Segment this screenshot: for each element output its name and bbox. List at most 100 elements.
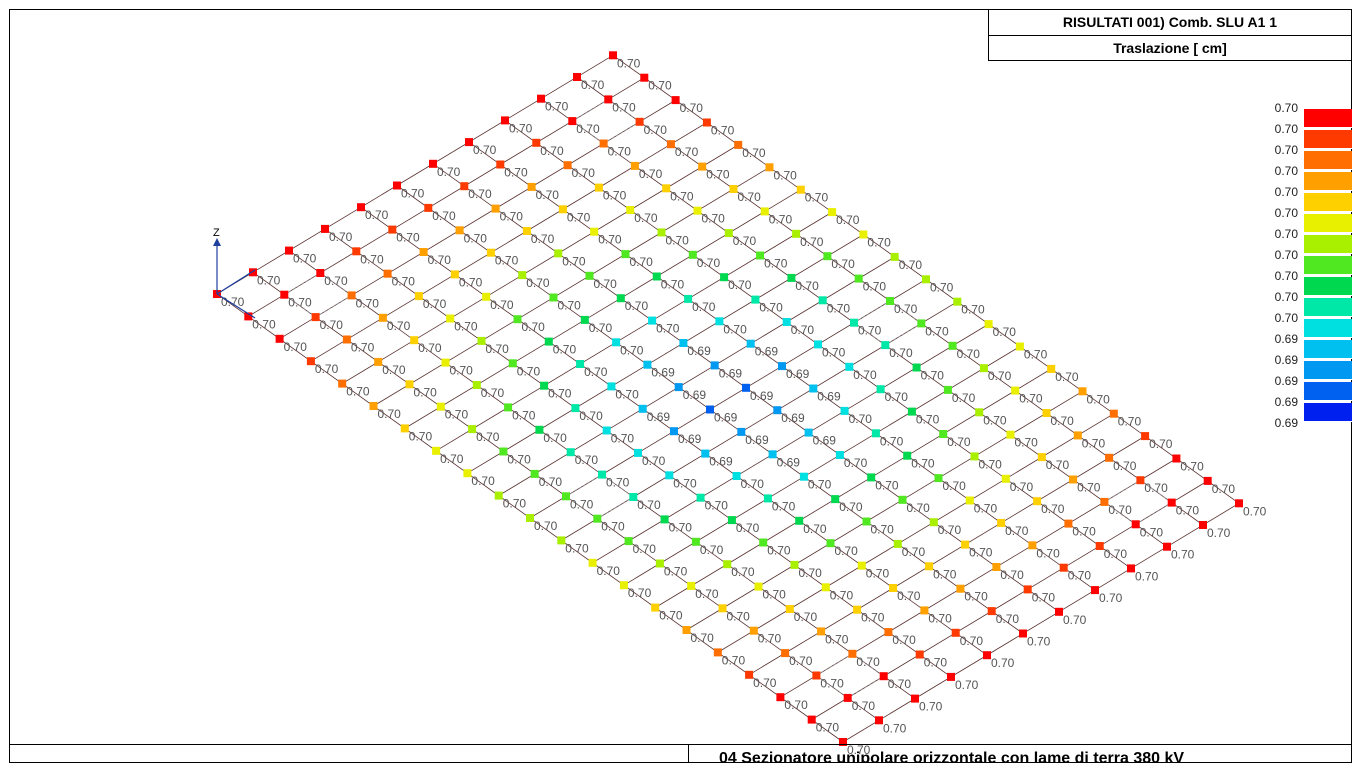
- legend-row: 0.69: [1262, 353, 1352, 380]
- mesh-node: [953, 297, 962, 306]
- node-value-label: 0.69: [750, 389, 774, 403]
- node-value-label: 0.70: [594, 277, 618, 291]
- mesh-node: [718, 604, 727, 613]
- mesh-node: [522, 227, 531, 235]
- mesh-node: [508, 359, 517, 368]
- node-value-label: 0.70: [603, 189, 627, 203]
- mesh-node: [821, 583, 830, 592]
- mesh-node: [1109, 409, 1118, 418]
- mesh-node: [634, 448, 642, 457]
- node-value-label: 0.70: [772, 499, 796, 513]
- mesh-node: [1091, 586, 1099, 595]
- mesh-node: [710, 361, 719, 370]
- mesh-node: [662, 184, 671, 193]
- mesh-node: [706, 405, 714, 414]
- node-value-label: 0.70: [639, 167, 663, 181]
- node-value-label: 0.69: [709, 455, 733, 469]
- legend-swatch: [1304, 382, 1352, 401]
- mesh-node: [571, 404, 580, 413]
- node-value-label: 0.70: [858, 324, 882, 338]
- mesh-node: [432, 446, 441, 455]
- node-value-label: 0.70: [988, 369, 1012, 383]
- node-value-label: 0.70: [620, 343, 644, 357]
- mesh-node: [604, 95, 613, 104]
- node-value-label: 0.70: [692, 300, 716, 314]
- node-value-label: 0.70: [664, 565, 688, 579]
- node-value-label: 0.70: [880, 434, 904, 448]
- legend-swatch: [1304, 214, 1352, 233]
- node-value-label: 0.70: [673, 476, 697, 490]
- mesh-node: [338, 379, 347, 388]
- mesh-node: [917, 319, 926, 328]
- node-value-label: 0.70: [531, 232, 555, 246]
- mesh-node: [907, 407, 916, 416]
- node-value-label: 0.70: [1082, 436, 1106, 450]
- mesh-node: [566, 448, 575, 457]
- node-value-label: 0.69: [817, 390, 841, 404]
- node-value-label: 0.70: [899, 258, 923, 272]
- mesh-node: [513, 315, 522, 324]
- node-value-label: 0.70: [440, 452, 464, 466]
- node-value-label: 0.70: [675, 145, 699, 159]
- mesh-node: [948, 341, 957, 350]
- node-value-label: 0.70: [1108, 503, 1132, 517]
- legend-label: 0.70: [1274, 122, 1298, 136]
- node-value-label: 0.70: [741, 477, 765, 491]
- node-value-label: 0.70: [993, 325, 1017, 339]
- mesh-node: [1127, 564, 1135, 573]
- node-value-label: 0.70: [437, 165, 461, 179]
- mesh-node: [342, 335, 351, 344]
- mesh-node: [911, 694, 919, 703]
- mesh-node: [280, 290, 289, 299]
- mesh-node: [1037, 453, 1046, 462]
- node-value-label: 0.70: [1135, 569, 1159, 583]
- node-value-label: 0.70: [925, 324, 949, 338]
- node-value-label: 0.70: [808, 478, 832, 492]
- node-value-label: 0.70: [401, 187, 425, 201]
- mesh-node: [638, 404, 647, 413]
- legend-label: 0.70: [1274, 143, 1298, 157]
- node-value-label: 0.70: [598, 233, 622, 247]
- node-value-label: 0.70: [378, 407, 402, 421]
- mesh-node: [624, 537, 633, 546]
- mesh-node: [494, 491, 503, 500]
- node-value-label: 0.70: [468, 187, 492, 201]
- legend-swatch: [1304, 151, 1352, 170]
- mesh-node: [593, 514, 602, 523]
- mesh-node: [671, 96, 680, 105]
- node-value-label: 0.70: [1005, 524, 1029, 538]
- node-value-label: 0.70: [759, 301, 783, 315]
- node-value-label: 0.70: [947, 435, 971, 449]
- mesh-node: [446, 314, 455, 323]
- node-value-label: 0.70: [481, 386, 505, 400]
- node-value-label: 0.70: [659, 609, 683, 623]
- mesh-node: [898, 495, 907, 504]
- mesh-node: [1163, 542, 1171, 551]
- mesh-node: [1064, 519, 1073, 528]
- mesh-node: [890, 252, 899, 261]
- mesh-node: [378, 313, 387, 322]
- node-value-label: 0.70: [866, 567, 890, 581]
- mesh-node: [818, 296, 827, 305]
- mesh-node: [1235, 499, 1243, 508]
- mesh-line: [717, 413, 1115, 653]
- node-value-label: 0.70: [257, 273, 281, 287]
- mesh-node: [486, 248, 495, 257]
- legend-label: 0.69: [1274, 395, 1298, 409]
- mesh-node: [607, 382, 616, 391]
- node-value-label: 0.70: [902, 545, 926, 559]
- mesh-node: [796, 185, 805, 194]
- node-value-label: 0.70: [567, 210, 591, 224]
- node-value-label: 0.70: [853, 368, 877, 382]
- mesh-node: [1199, 521, 1207, 529]
- mesh-line: [467, 234, 864, 474]
- mesh-node: [848, 649, 857, 658]
- node-value-label: 0.70: [791, 323, 815, 337]
- mesh-node: [814, 340, 822, 349]
- mesh-node: [244, 312, 253, 321]
- node-value-label: 0.70: [957, 347, 981, 361]
- mesh-node: [809, 384, 818, 393]
- mesh-node: [1141, 432, 1150, 441]
- node-value-label: 0.70: [644, 123, 668, 137]
- node-value-label: 0.70: [486, 342, 510, 356]
